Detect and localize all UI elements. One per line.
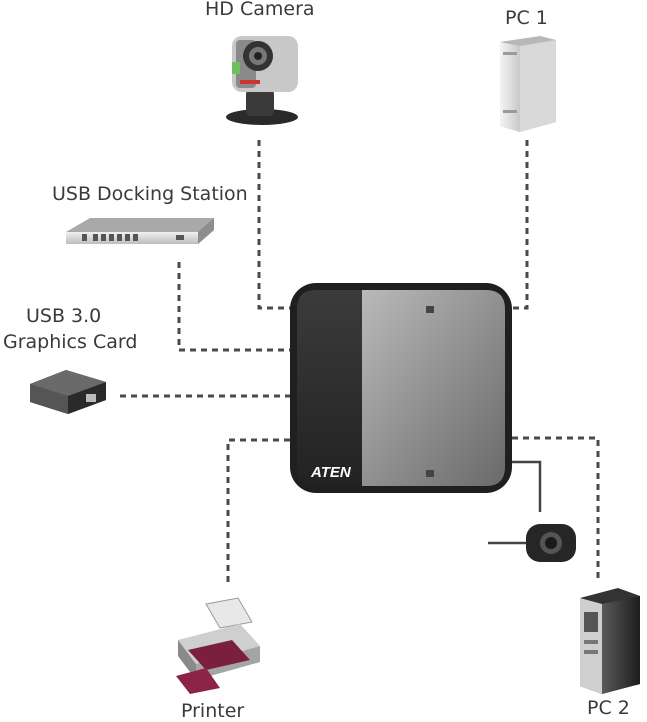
- docking-connection-line: [177, 262, 290, 352]
- usb-hub-switch: [290, 283, 512, 493]
- pc1-connection-line: [512, 140, 529, 310]
- pc1-tower-icon: [500, 36, 556, 132]
- pc2-connection-line: [512, 436, 600, 582]
- hd-camera-label: HD Camera: [205, 0, 315, 20]
- hd-camera-icon: [226, 36, 298, 125]
- usb-docking-station-icon: [66, 218, 214, 244]
- usb-docking-station-label: USB Docking Station: [52, 183, 248, 205]
- printer-connection-line: [226, 438, 290, 586]
- remote-button-icon: [526, 524, 576, 562]
- pc2-tower-icon: [580, 588, 640, 694]
- usb-graphics-card-icon: [30, 370, 106, 414]
- pc2-label: PC 2: [587, 697, 630, 719]
- led-bottom-icon: [426, 470, 434, 477]
- hub-brand-logo: ATEN: [310, 464, 352, 481]
- printer-icon: [176, 597, 260, 694]
- led-top-icon: [426, 306, 434, 313]
- usb-graphics-card-label-line2: Graphics Card: [3, 331, 138, 353]
- connection-lines: [120, 140, 600, 586]
- usb-graphics-card-label-line1: USB 3.0: [26, 305, 102, 327]
- camera-connection-line: [257, 140, 290, 310]
- remote-cable: [512, 460, 542, 512]
- printer-label: Printer: [181, 700, 245, 722]
- pc1-label: PC 1: [505, 7, 548, 29]
